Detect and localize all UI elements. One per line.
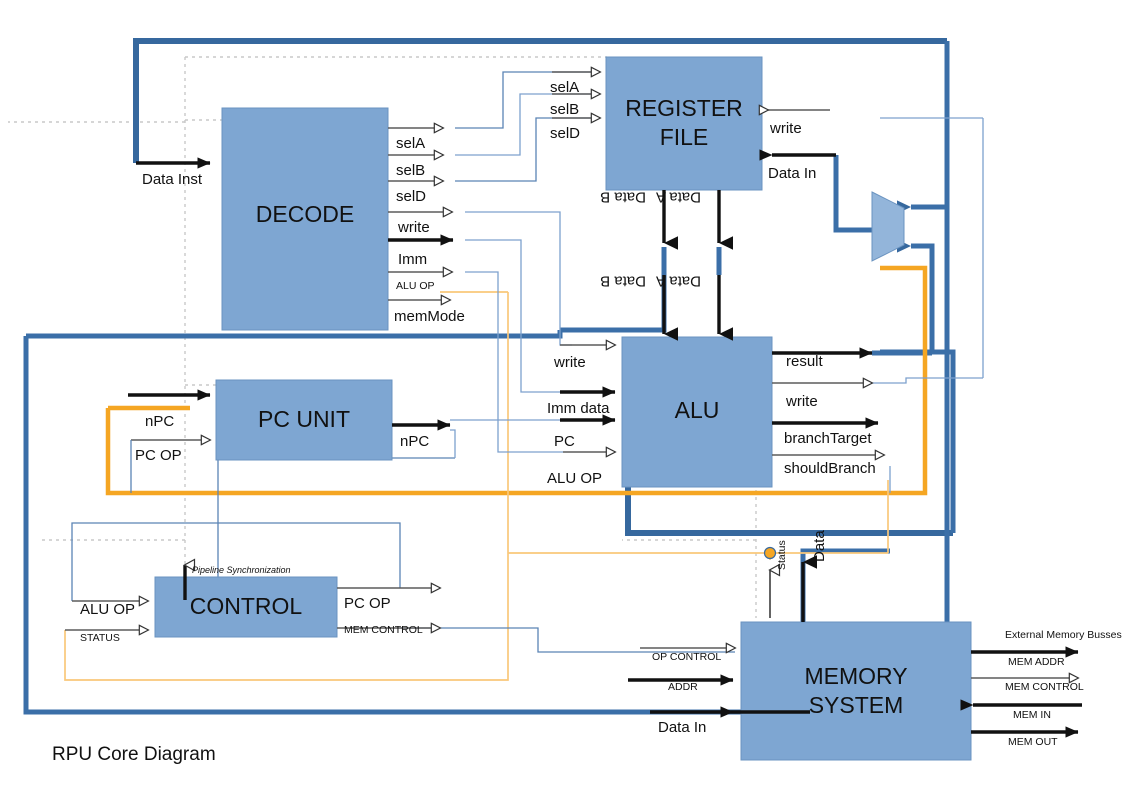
signal-label-decode-write: write	[397, 219, 430, 236]
signal-label-alu-result: result	[786, 353, 824, 370]
signal-label-regfile-data-in: Data In	[768, 165, 816, 182]
block-pc-unit[interactable]: PC UNIT	[215, 379, 393, 461]
signal-control-outputs: PC OP MEM CONTROL	[337, 588, 440, 636]
signal-memory-outputs: External Memory Busses MEM ADDR MEM CONT…	[960, 629, 1122, 748]
signal-label-alu-imm-data: Imm data	[547, 400, 610, 417]
signal-decode-outputs: selA selB selD write Imm ALU OP memMode	[388, 128, 465, 325]
signal-label-control-status: STATUS	[80, 632, 120, 644]
signal-label-alu-branch-target: branchTarget	[784, 430, 872, 447]
bus-regfile-data-in	[833, 155, 872, 233]
signal-label-decode-selA: selA	[396, 135, 425, 152]
signal-label-alu-write-out: write	[785, 393, 818, 410]
block-decode[interactable]: DECODE	[221, 107, 389, 331]
signal-label-control-alu-op: ALU OP	[80, 601, 135, 618]
block-pc-unit-label: PC UNIT	[258, 406, 350, 432]
signal-pcunit-inputs: nPC PC OP	[128, 389, 210, 493]
bus-branch-target	[105, 265, 928, 496]
block-control-label: CONTROL	[190, 593, 303, 619]
signal-label-alu-pc: PC	[554, 433, 575, 450]
signal-label-decode-selD: selD	[396, 188, 426, 205]
signal-label-control-mem-control: MEM CONTROL	[344, 624, 423, 636]
signal-label-regfile-selA: selA	[550, 79, 579, 96]
block-decode-label: DECODE	[256, 201, 354, 227]
signal-label-memory-addr: ADDR	[668, 681, 698, 693]
signal-label-alu-should-branch: shouldBranch	[784, 460, 876, 477]
bus-mux-inputs	[897, 41, 950, 353]
signal-label-pcunit-pc-op: PC OP	[135, 447, 182, 464]
signal-regfile-outputs: Data B Data A	[600, 189, 733, 250]
signal-label-decode-alu-op: ALU OP	[396, 280, 435, 292]
wire-regfile-write	[872, 117, 984, 384]
diagram-caption: RPU Core Diagram	[52, 744, 216, 765]
block-memory-system[interactable]: MEMORY SYSTEM	[740, 621, 972, 761]
block-control[interactable]: CONTROL	[154, 576, 338, 638]
signal-alu-inputs: Data B Data A write Imm data PC ALU OP	[547, 273, 733, 487]
pipeline-stage-guides	[8, 56, 757, 618]
signal-label-decode-mem-mode: memMode	[394, 308, 465, 325]
block-register-file[interactable]: REGISTER FILE	[605, 56, 763, 191]
block-multiplexer[interactable]	[871, 191, 905, 262]
signal-label-regfile-dataA: Data A	[656, 189, 701, 206]
signal-label-regfile-selB: selB	[550, 101, 579, 118]
block-memory-system-label-1: MEMORY	[804, 663, 907, 689]
signal-alu-outputs: result write branchTarget shouldBranch	[772, 347, 884, 477]
signal-label-alu-dataA: Data A	[656, 273, 701, 290]
signal-label-alu-alu-op: ALU OP	[547, 470, 602, 487]
block-register-file-label-2: FILE	[660, 124, 709, 150]
signal-label-memory-data: Data	[811, 530, 828, 562]
signal-label-regfile-dataB: Data B	[600, 189, 646, 206]
signal-label-mem-in: MEM IN	[1013, 709, 1051, 721]
signal-pcunit-outputs: nPC	[392, 419, 451, 450]
label-external-memory-busses: External Memory Busses	[1005, 629, 1122, 641]
signal-control-sync: Pipeline Synchronization	[185, 565, 291, 600]
signal-label-memory-op-control: OP CONTROL	[652, 651, 721, 663]
block-alu[interactable]: ALU	[621, 336, 773, 488]
signal-label-decode-imm: Imm	[398, 251, 427, 268]
block-register-file-label-1: REGISTER	[625, 95, 743, 121]
signal-label-mem-control: MEM CONTROL	[1005, 681, 1084, 693]
signal-label-pcunit-nPC-out: nPC	[400, 433, 429, 450]
signal-label-regfile-selD: selD	[550, 125, 580, 142]
signal-label-regfile-write: write	[769, 120, 802, 137]
signal-label-memory-data-in: Data In	[658, 719, 706, 736]
signal-label-mem-addr: MEM ADDR	[1008, 656, 1065, 668]
signal-label-mem-out: MEM OUT	[1008, 736, 1058, 748]
signal-decode-data-inst: Data Inst	[136, 157, 211, 188]
signal-control-inputs: ALU OP STATUS	[65, 601, 148, 644]
block-memory-system-label-2: SYSTEM	[809, 692, 904, 718]
junction-dot-status	[763, 546, 777, 560]
signal-label-pcunit-nPC-in: nPC	[145, 413, 174, 430]
signal-label-alu-dataB: Data B	[600, 273, 646, 290]
block-alu-label: ALU	[675, 397, 720, 423]
signal-memory-inputs: OP CONTROL ADDR Data In Status Data	[628, 530, 828, 736]
signal-label-pipeline-sync: Pipeline Synchronization	[192, 565, 291, 575]
signal-label-data-inst: Data Inst	[142, 171, 203, 188]
signal-regfile-inputs: selA selB selD write Data In	[550, 72, 836, 182]
signal-label-decode-selB: selB	[396, 162, 425, 179]
bus-instruction-fetch	[133, 38, 947, 163]
signal-label-alu-write: write	[553, 354, 586, 371]
signal-label-control-pc-op: PC OP	[344, 595, 391, 612]
signal-label-memory-status: Status	[776, 540, 788, 570]
